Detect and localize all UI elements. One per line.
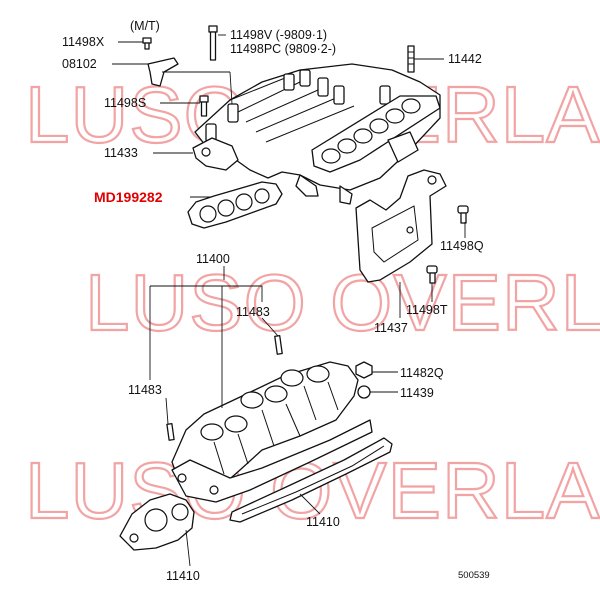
nut-11482Q [355, 361, 373, 379]
plenum-side-tube [387, 131, 419, 163]
catalog-reference: 500539 [458, 570, 490, 581]
nut-11439 [357, 385, 371, 399]
gasket-upper-outline [187, 181, 283, 229]
label-11400: 11400 [196, 252, 230, 266]
label-11483-upper: 11483 [236, 305, 270, 319]
gasket-11410-right-outline [229, 437, 393, 523]
leader-lines [112, 34, 466, 567]
label-11498T: 11498T [406, 303, 448, 317]
plenum-lower-leg [295, 174, 353, 205]
part-labels: (M/T) 11498X 11498V (-9809·1) 11498PC (9… [62, 19, 490, 583]
watermark-middle: LUSO OVERLAND [85, 258, 600, 347]
gasket-MD199282 [187, 181, 283, 229]
label-MD199282: MD199282 [94, 189, 163, 205]
plenum-bosses [205, 69, 391, 143]
bolt-11498X [142, 37, 152, 50]
bolt-11498V [208, 25, 218, 61]
bracket-11437 [355, 169, 447, 283]
label-11498S: 11498S [104, 96, 146, 110]
stud-11483-upper [274, 335, 283, 355]
lower-manifold-bottom-flange [171, 419, 373, 503]
runner-lines [229, 75, 355, 143]
label-11498X: 11498X [62, 35, 105, 49]
plenum-ports [321, 98, 421, 164]
label-11437: 11437 [374, 321, 408, 335]
label-11410-left: 11410 [166, 569, 200, 583]
label-08102: 08102 [62, 57, 97, 71]
upper-intake-manifold [192, 63, 441, 205]
gasket-11410-right [229, 437, 393, 523]
gasket-11410-left [119, 493, 195, 551]
label-mt: (M/T) [130, 19, 160, 33]
label-11442: 11442 [448, 52, 482, 66]
label-11498Q: 11498Q [440, 239, 484, 253]
lower-manifold-top-ports [200, 365, 330, 441]
label-11433: 11433 [104, 146, 138, 160]
plenum-left-flange [192, 137, 239, 171]
label-11498PC: 11498PC (9809·2-) [230, 42, 336, 56]
label-11482Q: 11482Q [400, 366, 444, 380]
lower-intake-manifold [171, 361, 373, 503]
label-11439: 11439 [400, 386, 434, 400]
stud-11442 [407, 45, 415, 73]
plenum-body [194, 63, 441, 191]
bracket-11437-outline [355, 169, 447, 283]
bolt-11498S [199, 95, 209, 117]
stud-11483-lower [166, 423, 175, 441]
lower-manifold-runners [213, 381, 339, 475]
label-11498V: 11498V (-9809·1) [230, 28, 327, 42]
label-11483-lower: 11483 [128, 383, 162, 397]
bolt-11498T [426, 265, 438, 284]
label-11410-right: 11410 [306, 515, 340, 529]
bolt-11498Q [457, 205, 469, 224]
